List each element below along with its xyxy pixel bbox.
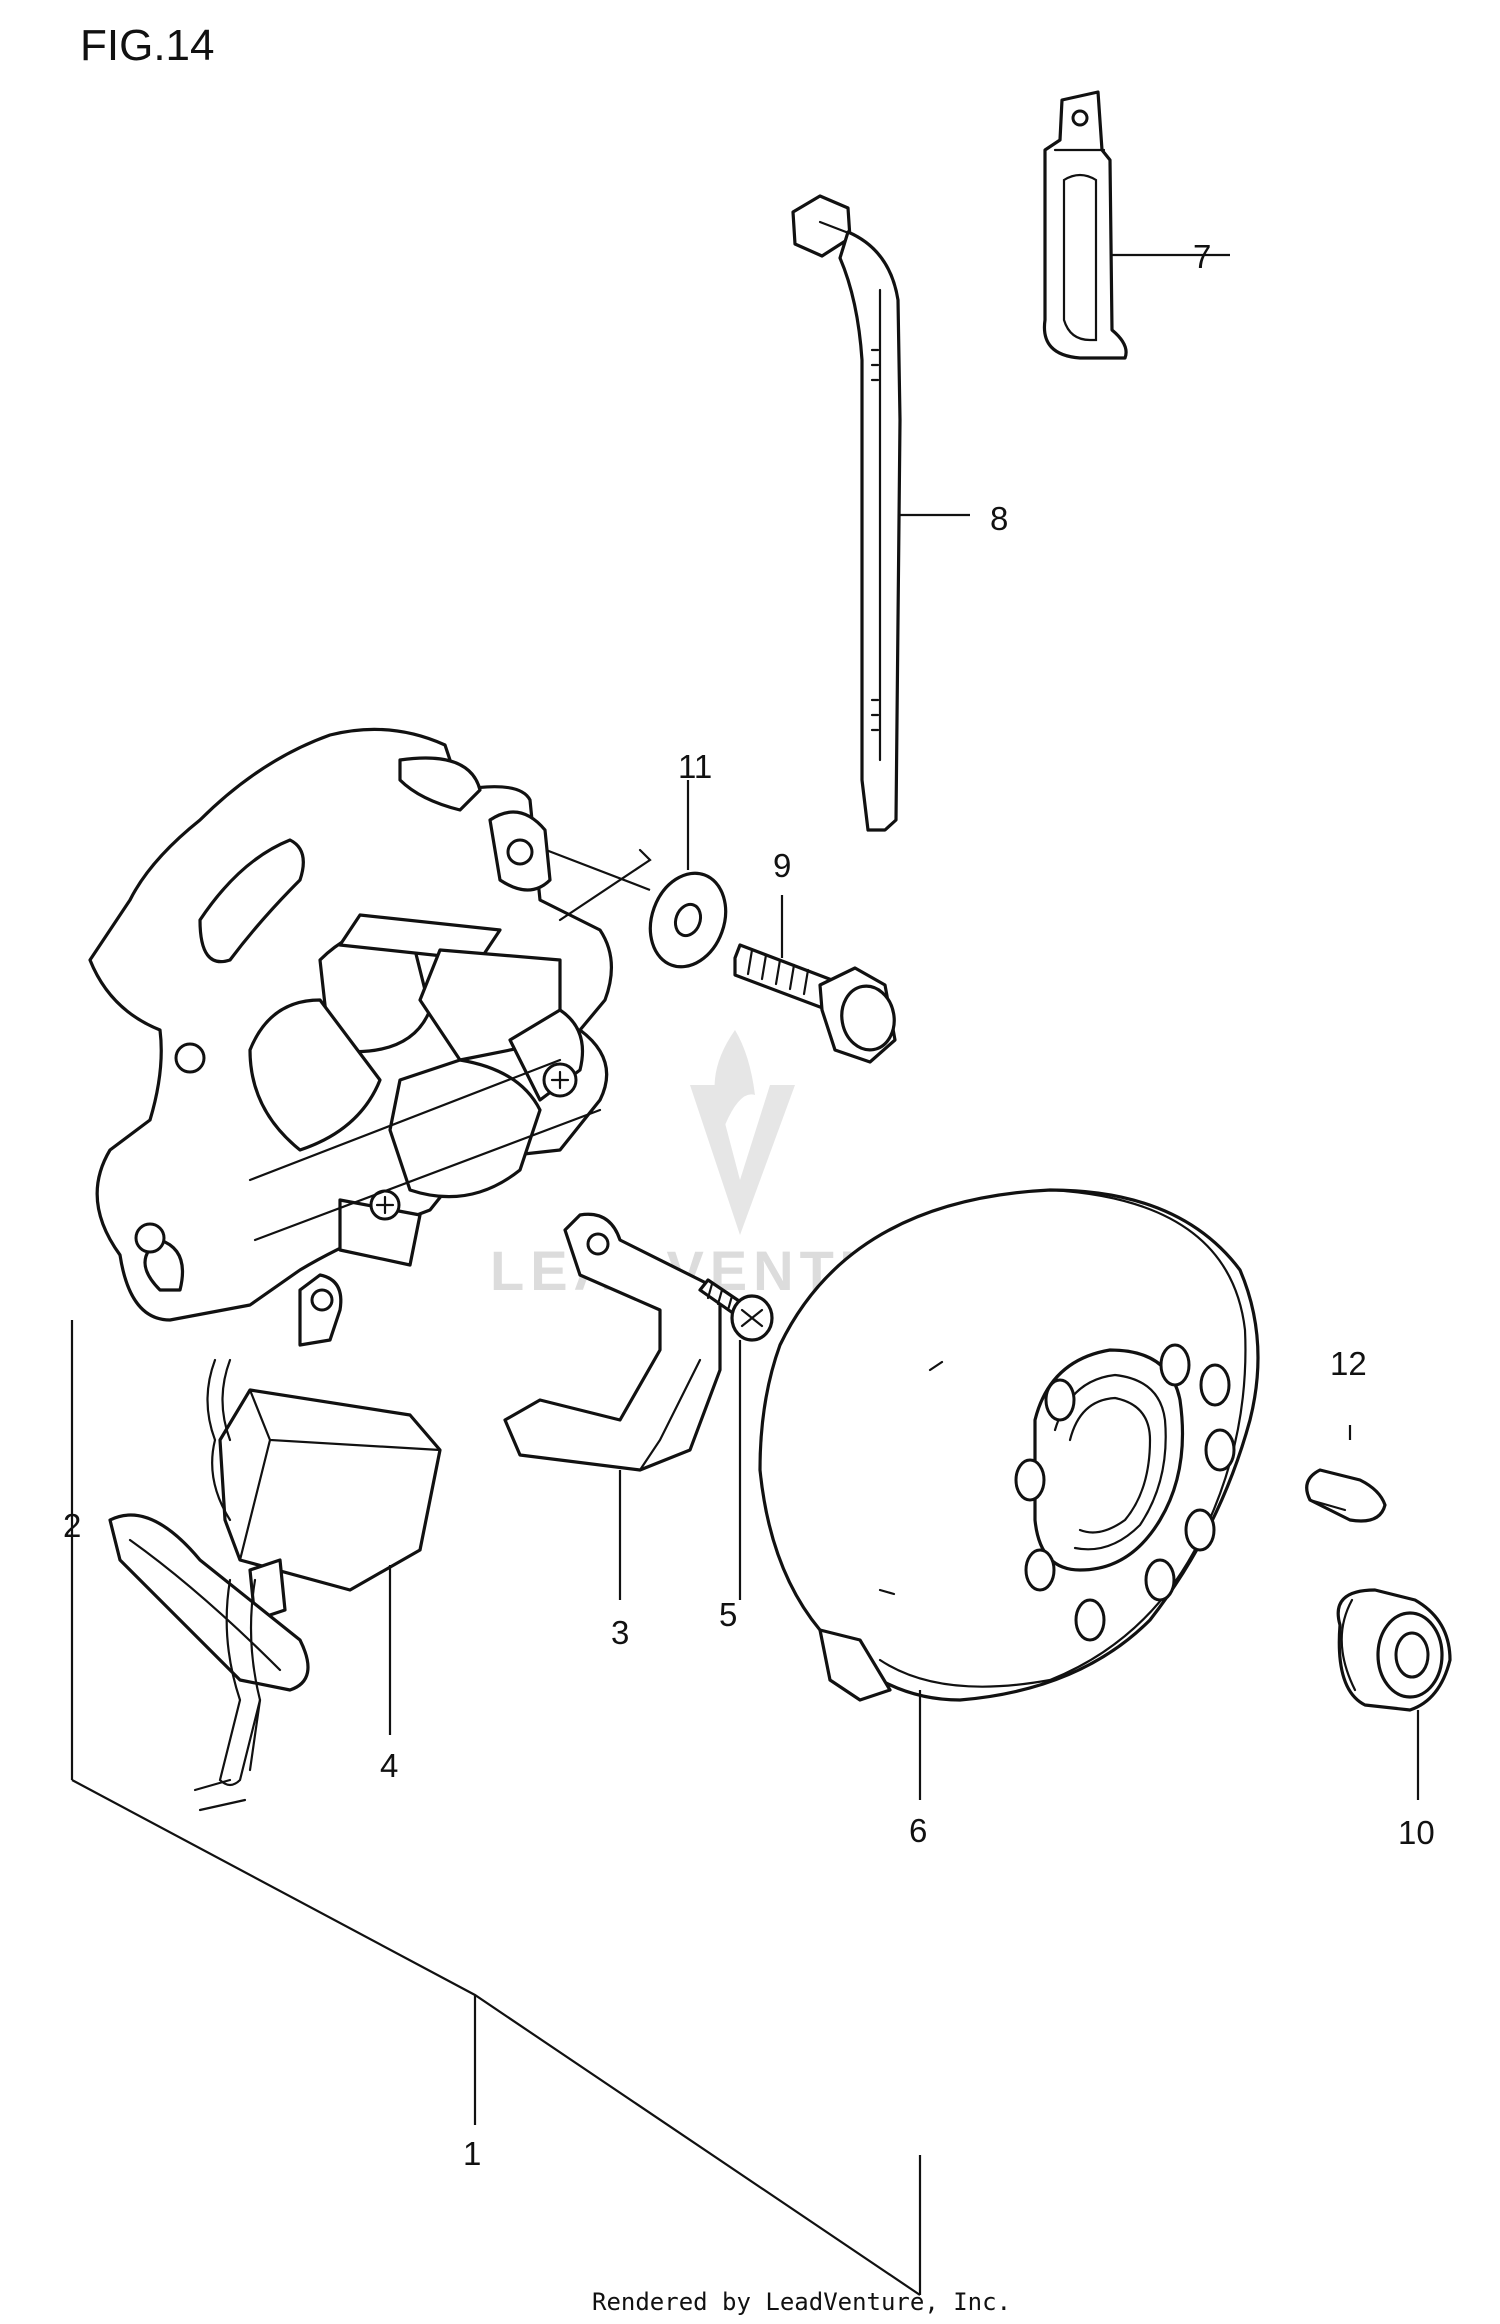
callout-1: 1 xyxy=(463,2135,481,2172)
callout-9: 9 xyxy=(773,847,791,884)
callout-labels: 1 2 3 4 5 6 7 8 9 10 11 12 xyxy=(63,238,1435,2172)
part-12-key[interactable] xyxy=(1305,1468,1387,1523)
part-2-stator-coils[interactable] xyxy=(248,913,602,1267)
callout-8: 8 xyxy=(990,500,1008,537)
leader-lines xyxy=(70,253,1420,2296)
part-10-nut[interactable] xyxy=(1336,1588,1452,1712)
figure-title: FIG.14 xyxy=(80,21,215,70)
part-7-strap[interactable] xyxy=(1042,90,1128,360)
part-4-coil-box[interactable] xyxy=(108,1273,442,1812)
callout-3: 3 xyxy=(611,1614,629,1651)
callout-11: 11 xyxy=(678,748,712,785)
part-8-cable-tie[interactable] xyxy=(791,194,902,832)
part-3-bracket[interactable] xyxy=(503,1212,722,1472)
callout-2: 2 xyxy=(63,1507,81,1544)
callout-6: 6 xyxy=(909,1812,927,1849)
footer-credit: Rendered by LeadVenture, Inc. xyxy=(592,2288,1011,2316)
callout-5: 5 xyxy=(719,1596,737,1633)
callout-12: 12 xyxy=(1330,1345,1367,1382)
part-5-screw[interactable] xyxy=(698,1278,774,1342)
part-9-bolt[interactable] xyxy=(733,943,899,1064)
callout-4: 4 xyxy=(380,1747,398,1784)
part-11-washer[interactable] xyxy=(638,863,738,978)
callout-7: 7 xyxy=(1193,238,1211,275)
callout-10: 10 xyxy=(1398,1814,1435,1851)
part-6-rotor[interactable] xyxy=(758,1188,1260,1702)
